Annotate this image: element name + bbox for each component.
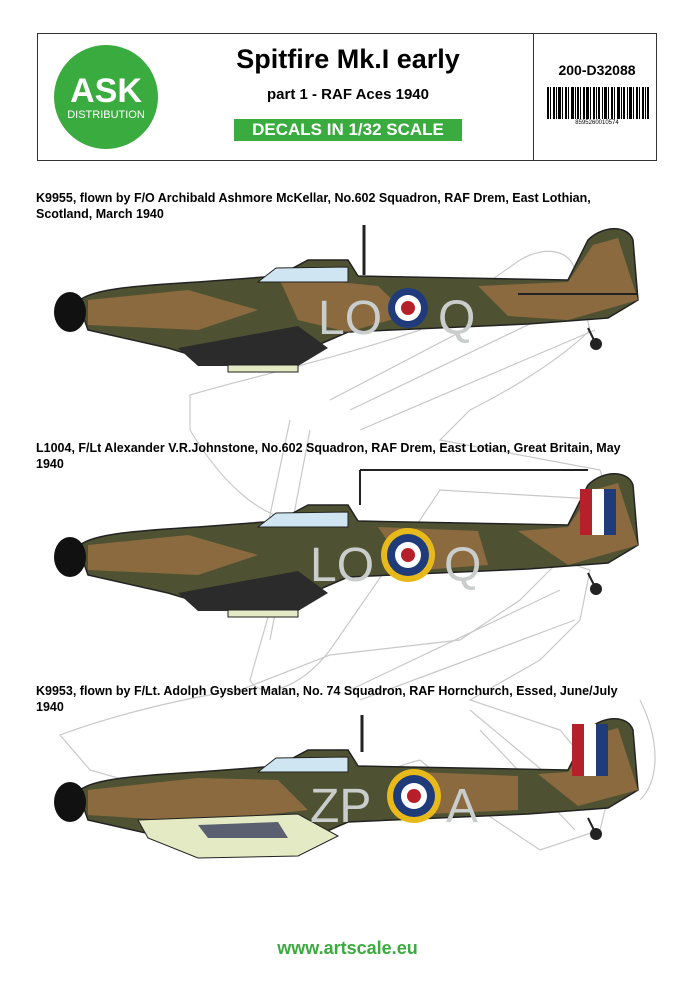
- fin-flash-2: [580, 489, 616, 535]
- profile-caption-3: K9953, flown by F/Lt. Adolph Gysbert Mal…: [36, 684, 618, 714]
- header-divider: [533, 34, 534, 160]
- footer-website[interactable]: www.artscale.eu: [277, 938, 418, 958]
- barcode-icon: [547, 87, 649, 119]
- barcode-number: 8595260010574: [575, 120, 619, 126]
- fuselage-roundel-3: [387, 769, 441, 823]
- code-letters-left-3: ZP: [310, 780, 371, 833]
- fuselage-roundel-1: [388, 288, 428, 328]
- page-title: Spitfire Mk.I early: [236, 44, 460, 74]
- profile-caption-1: K9955, flown by F/O Archibald Ashmore Mc…: [36, 191, 591, 221]
- code-letters-left-1: LO: [318, 292, 382, 345]
- logo-text: ASK: [70, 72, 142, 110]
- code-letters-right-3: A: [446, 780, 478, 833]
- code-letters-right-1: Q: [438, 292, 475, 345]
- page-subtitle: part 1 - RAF Aces 1940: [266, 86, 429, 103]
- code-letters-left-2: LO: [310, 539, 374, 592]
- scale-badge: DECALS IN 1/32 SCALE: [234, 119, 462, 141]
- header-box: ASK DISTRIBUTION Spitfire Mk.I early par…: [37, 33, 657, 161]
- product-code: 200-D32088: [558, 62, 636, 78]
- fuselage-roundel-2: [381, 528, 435, 582]
- code-letters-right-2: Q: [444, 539, 481, 592]
- logo-subtext: DISTRIBUTION: [67, 109, 145, 121]
- profile-caption-2: L1004, F/Lt Alexander V.R.Johnstone, No.…: [36, 441, 621, 471]
- spitfire-profile-2: LO Q: [54, 469, 639, 618]
- ask-distribution-logo: ASK DISTRIBUTION: [54, 45, 158, 149]
- fin-flash-3: [572, 724, 608, 776]
- spitfire-profile-1: LO Q: [54, 225, 639, 373]
- spitfire-profile-3: ZP A: [54, 715, 639, 859]
